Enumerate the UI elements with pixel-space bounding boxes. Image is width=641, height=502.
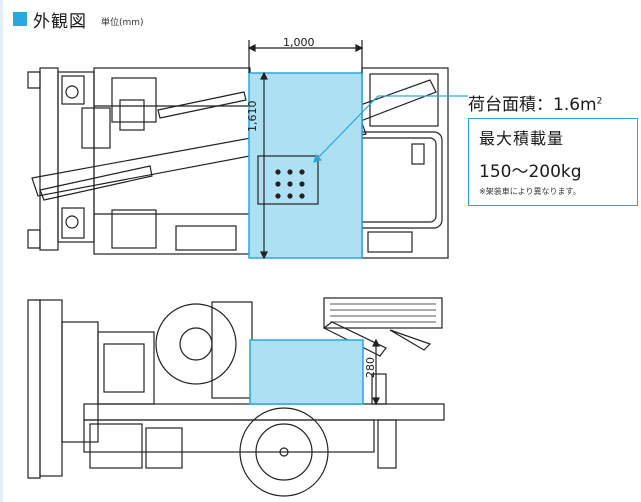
unit-label: 単位(mm) [101,17,144,28]
page-title: 外観図 [33,11,87,32]
cargo-bed-top [248,72,363,259]
length-dimension: 1,610 [246,100,259,133]
bed-area-label: 荷台面積：1.6m2 [468,90,602,115]
max-load-box: 最大積載量 150～200kg ※架装車により異なります。 [468,118,638,206]
height-dimension: 280 [364,357,377,378]
bed-area-text: 荷台面積：1.6m [468,95,597,115]
cargo-bed-side [249,339,364,405]
max-load-title: 最大積載量 [479,129,565,148]
bed-area-unit-sup: 2 [596,96,603,107]
width-dimension: 1,000 [283,36,315,49]
title-square-icon [13,12,27,26]
section-header: 外観図 単位(mm) [13,8,144,32]
max-load-note: ※架装車により異なります。 [479,187,581,196]
left-accent-rule [0,0,3,502]
max-load-value: 150～200kg [479,162,582,182]
side-view [27,297,445,497]
